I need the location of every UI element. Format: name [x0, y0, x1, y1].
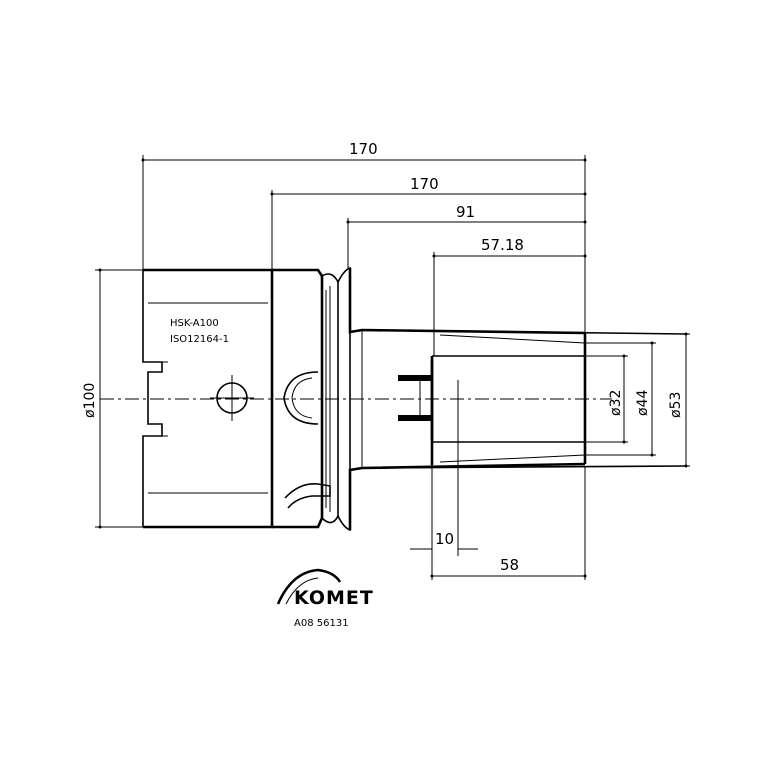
dimension-offset-10: 10 [410, 465, 478, 556]
dim-label-170-top: 170 [349, 140, 378, 158]
dim-label-d53: ø53 [668, 392, 684, 418]
dim-label-91: 91 [456, 203, 475, 221]
dim-label-10: 10 [435, 530, 454, 548]
dimension-length-57-18: 57.18 [432, 236, 587, 356]
part-number: A08 56131 [294, 618, 349, 629]
comet-swoosh-icon [276, 568, 342, 605]
komet-logo: KOMET A08 56131 [276, 568, 374, 629]
dim-label-57-18: 57.18 [481, 236, 524, 254]
collar-section [272, 266, 586, 532]
dimension-overall-length-1: 170 [141, 140, 587, 333]
interface-label: HSK-A100 [170, 318, 219, 329]
standard-label: ISO12164-1 [170, 334, 229, 345]
dimension-bore-diameter: ø32 [585, 354, 628, 444]
dim-label-d32: ø32 [608, 390, 624, 416]
dimension-overall-length-2: 170 [270, 175, 587, 270]
logo-brand: KOMET [294, 587, 374, 609]
dimension-length-91: 91 [346, 203, 587, 268]
dimension-bore-depth-58: 58 [430, 466, 587, 580]
dim-label-58: 58 [500, 556, 519, 574]
dimension-flange-diameter: ø100 [82, 268, 143, 529]
flange-body [142, 268, 274, 529]
dimension-outer-diameter: ø53 [668, 332, 690, 468]
dimension-collar-diameter: ø44 [585, 341, 656, 457]
dim-label-d44: ø44 [635, 390, 651, 416]
dim-label-d100: ø100 [82, 383, 98, 418]
dim-label-170-second: 170 [410, 175, 439, 193]
chuck-body [361, 329, 687, 469]
